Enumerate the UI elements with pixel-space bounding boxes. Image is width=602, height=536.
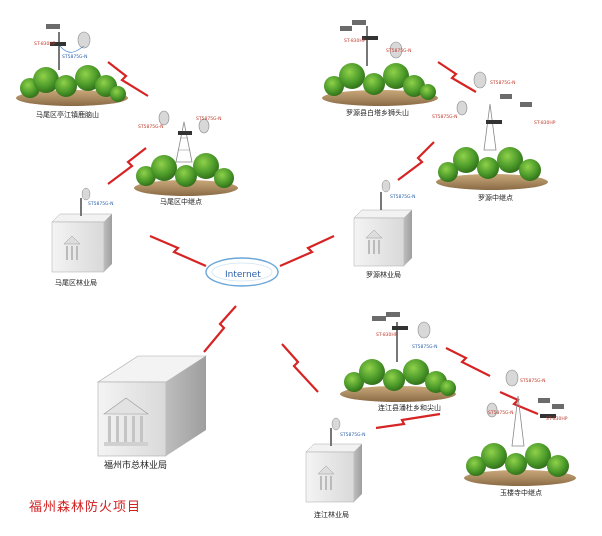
building-luoyuan-bureau xyxy=(353,179,413,267)
dish-antenna-icon xyxy=(381,179,391,193)
dish-antenna-icon xyxy=(456,100,468,116)
device-label-camera: ST-830HP xyxy=(376,333,398,338)
link-mawei-mountain-relay xyxy=(107,61,149,97)
dish-antenna-icon xyxy=(389,41,403,59)
switch-icon xyxy=(50,42,66,46)
building-fuzhou-bureau xyxy=(96,355,208,457)
tower-icon xyxy=(483,103,497,151)
site-luoyuan-relay xyxy=(436,71,548,190)
device-label-radio: ST5875G-N xyxy=(390,195,416,200)
device-label-radio: ST5875G-N xyxy=(386,49,412,54)
site-label-luoyuan-mountain: 罗源县白塔乡狮头山 xyxy=(346,109,409,117)
link-luoyuan-mountain-relay xyxy=(437,61,477,93)
device-label-radio: ST5875G-N xyxy=(432,115,458,120)
device-label-camera: ST-830HP xyxy=(344,39,366,44)
internet-label: Internet xyxy=(225,270,261,280)
site-lianjiang-mountain xyxy=(340,312,456,402)
link-lianjiang-relay xyxy=(375,412,441,430)
switch-icon xyxy=(178,131,192,135)
camera-icon xyxy=(46,24,60,29)
dish-antenna-icon xyxy=(505,369,519,387)
site-label-luoyuan-bureau: 罗源林业局 xyxy=(366,271,401,279)
site-label-mawei-relay: 马尾区中继点 xyxy=(160,198,202,206)
dish-antenna-icon xyxy=(331,417,341,431)
site-luoyuan-mountain xyxy=(322,20,438,106)
link-internet-lianjiang xyxy=(281,343,319,393)
project-title: 福州森林防火项目 xyxy=(29,500,142,515)
dish-antenna-icon xyxy=(486,402,498,418)
dish-antenna-icon xyxy=(77,31,91,49)
dish-antenna-icon xyxy=(473,71,487,89)
building-mawei-bureau xyxy=(51,187,113,273)
switch-icon xyxy=(392,326,408,330)
device-label-camera: ST-830HP xyxy=(546,417,568,422)
switch-icon xyxy=(540,414,556,418)
camera-icon xyxy=(372,316,386,321)
link-luoyuan-bureau-internet xyxy=(279,235,335,268)
tower-icon xyxy=(511,395,525,447)
device-label-radio: ST5875G-N xyxy=(196,117,222,122)
link-hejiashan-relay xyxy=(445,347,491,377)
internet-cloud xyxy=(205,257,279,287)
device-label-radio: ST5875G-N xyxy=(490,81,516,86)
site-label-luoyuan-relay: 罗源中继点 xyxy=(478,194,513,202)
switch-icon xyxy=(362,36,378,40)
link-luoyuan-relay-bureau xyxy=(397,141,435,181)
camera-icon xyxy=(386,312,400,317)
device-label-radio: ST5875G-N xyxy=(520,379,546,384)
device-label-camera: ST-830HP xyxy=(534,121,556,126)
site-label-lianjiang-bureau: 连江林业局 xyxy=(314,511,349,519)
dish-antenna-icon xyxy=(417,321,431,339)
site-yulou-relay xyxy=(464,369,576,486)
wireless-links xyxy=(107,61,539,430)
tower-icon xyxy=(175,121,193,163)
site-label-yulou-relay: 玉楼寺中继点 xyxy=(500,489,542,497)
device-label-camera: ST-830HP xyxy=(34,42,56,47)
link-mawei-bureau-internet xyxy=(149,234,207,268)
link-relay-mountain-right xyxy=(499,390,539,416)
dish-antenna-icon xyxy=(198,118,210,134)
camera-icon xyxy=(340,26,352,31)
camera-icon xyxy=(500,94,512,99)
dish-antenna-icon xyxy=(158,110,170,126)
device-label-radio: ST5875G-N xyxy=(62,55,88,60)
device-label-radio: ST5875G-N xyxy=(340,433,366,438)
device-label-radio: ST5875G-N xyxy=(88,202,114,207)
site-label-mawei-mountain: 马尾区亭江镇鹿脑山 xyxy=(36,111,99,119)
camera-icon xyxy=(538,398,550,403)
camera-icon xyxy=(552,404,564,409)
dish-antenna-icon xyxy=(81,187,91,201)
site-mawei-relay xyxy=(134,110,238,196)
camera-icon xyxy=(520,102,532,107)
site-label-fuzhou-bureau: 福州市总林业局 xyxy=(104,461,168,471)
site-label-lianjiang-mountain: 连江县潘杜乡和尖山 xyxy=(378,404,441,412)
link-internet-fuzhou xyxy=(203,305,237,353)
device-label-radio: ST5875G-N xyxy=(488,411,514,416)
switch-icon xyxy=(486,120,502,124)
link-mawei-relay-bureau xyxy=(107,147,147,185)
site-label-mawei-bureau: 马尾区林业局 xyxy=(55,279,97,287)
building-lianjiang-bureau xyxy=(305,417,363,503)
site-mawei-mountain xyxy=(16,24,128,106)
device-label-radio: ST5875G-N xyxy=(138,125,164,130)
device-label-radio: ST5875G-N xyxy=(412,345,438,350)
camera-icon xyxy=(352,20,366,25)
